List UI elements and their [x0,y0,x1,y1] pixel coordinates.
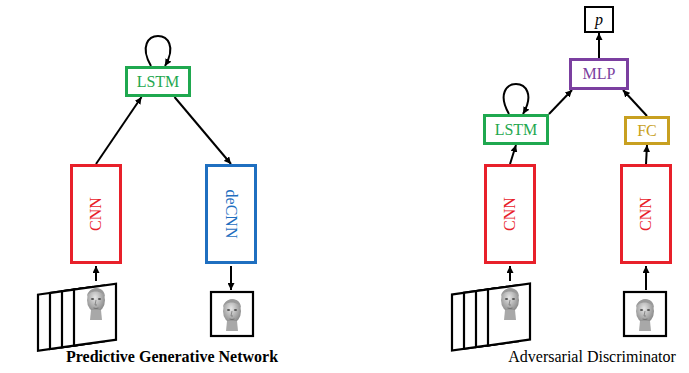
cnn-box: CNN [620,164,672,264]
frame-stack [38,284,116,351]
connector-arrow [175,97,232,164]
cnn-box: CNN [70,164,122,264]
node-label: LSTM [137,74,180,90]
input-arrow [509,266,511,281]
fc-box: FC [624,116,670,145]
node-label: p [595,12,603,28]
node-label: CNN [638,197,654,231]
face-image [87,288,105,320]
input-arrow [95,266,97,281]
connector-arrow [549,90,572,114]
node-label: deCNN [223,190,239,239]
recurrent-loop [504,84,529,114]
node-label: MLP [583,66,616,82]
recurrent-loop [146,36,171,66]
caption: Adversarial Discriminator [508,348,676,366]
output-arrow [230,266,232,290]
node-label: FC [637,123,657,139]
node-label: CNN [88,197,104,231]
connector-arrow [623,90,647,116]
node-label: LSTM [495,122,538,138]
face-image [636,299,654,331]
input-frame [624,292,666,336]
face-image [501,288,519,320]
decnn-box: deCNN [205,164,257,264]
face-image [223,299,241,331]
node-label: CNN [502,197,518,231]
connector-arrow [510,145,516,164]
lstm-box: LSTM [483,114,549,145]
input-arrow [645,266,647,290]
connector-arrow [598,33,600,58]
lstm-box: LSTM [125,66,191,97]
caption: Predictive Generative Network [66,348,278,366]
output-frame [211,292,253,336]
frame-stack [452,284,530,351]
connector-arrow [96,97,142,164]
mlp-box: MLP [569,58,629,90]
cnn-box: CNN [484,164,536,264]
output-box: p [584,6,614,33]
connector-arrow [646,145,647,164]
